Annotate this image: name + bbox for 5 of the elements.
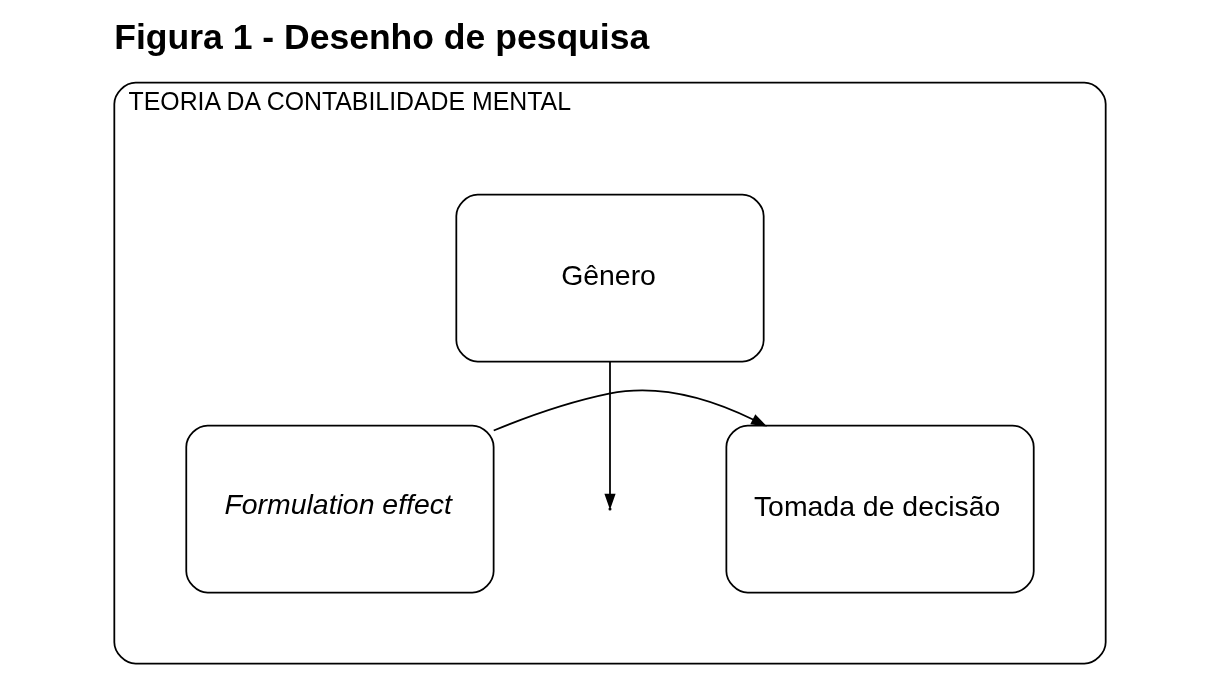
arrow [492,389,767,432]
node-box: Tomada de decisão [725,424,1035,594]
node-box: Formulation effect [184,424,494,594]
node-box: Gênero [454,193,765,363]
diagram-title: Figura 1 - Desenho de pesquisa [113,16,649,57]
